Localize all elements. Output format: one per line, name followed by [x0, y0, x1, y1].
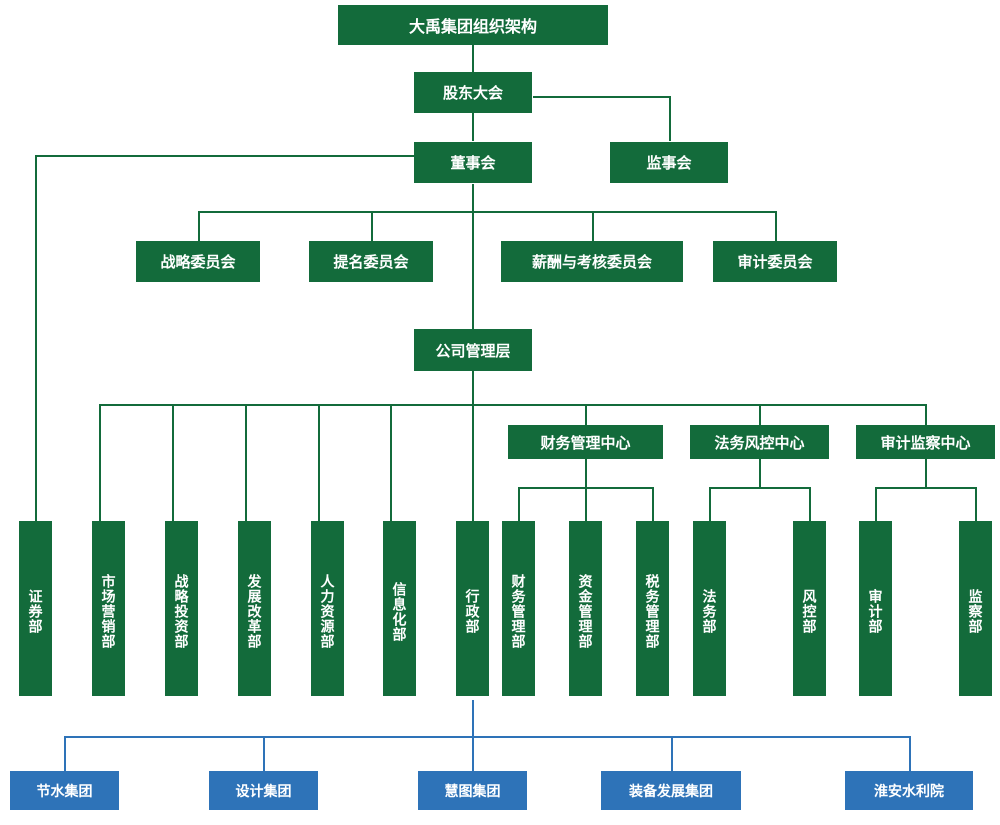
connector: [975, 487, 977, 521]
connector: [172, 404, 174, 521]
connector: [671, 736, 673, 771]
connector: [875, 487, 976, 489]
node-dept-securities[interactable]: 证券部: [19, 521, 52, 696]
node-dept-human-resources[interactable]: 人力资源部: [311, 521, 344, 696]
node-committee-audit[interactable]: 审计委员会: [713, 241, 837, 282]
connector: [198, 211, 200, 241]
connector: [472, 736, 474, 771]
node-committee-nomination[interactable]: 提名委员会: [309, 241, 433, 282]
node-subsidiary-water-saving-group[interactable]: 节水集团: [10, 771, 119, 810]
connector: [318, 404, 320, 521]
node-dept-strategic-investment[interactable]: 战略投资部: [165, 521, 198, 696]
node-subsidiary-huitu-group[interactable]: 慧图集团: [418, 771, 527, 810]
node-center-legal-risk[interactable]: 法务风控中心: [690, 425, 829, 459]
node-dept-administration[interactable]: 行政部: [456, 521, 489, 696]
connector: [709, 487, 810, 489]
connector: [652, 487, 654, 521]
connector: [925, 459, 927, 487]
node-dept-supervision[interactable]: 监察部: [959, 521, 992, 696]
connector: [592, 211, 594, 241]
connector: [390, 404, 392, 521]
node-committee-compensation-appraisal[interactable]: 薪酬与考核委员会: [501, 241, 683, 282]
connector: [925, 404, 927, 425]
node-dept-tax-management[interactable]: 税务管理部: [636, 521, 669, 696]
connector: [64, 736, 910, 738]
connector: [99, 404, 926, 406]
connector: [809, 487, 811, 521]
connector: [263, 736, 265, 771]
connector: [472, 371, 474, 521]
node-dept-legal-affairs[interactable]: 法务部: [693, 521, 726, 696]
connector: [759, 404, 761, 425]
node-dept-finance-management[interactable]: 财务管理部: [502, 521, 535, 696]
connector: [759, 459, 761, 487]
node-dept-risk-control[interactable]: 风控部: [793, 521, 826, 696]
node-subsidiary-huaian-water-institute[interactable]: 淮安水利院: [845, 771, 973, 810]
connector: [472, 113, 474, 141]
connector: [35, 155, 414, 157]
connector: [669, 96, 671, 141]
connector: [533, 96, 670, 98]
connector: [909, 736, 911, 771]
node-board-of-directors[interactable]: 董事会: [414, 142, 532, 183]
connector: [99, 404, 101, 521]
connector: [472, 184, 474, 329]
connector: [472, 45, 474, 72]
node-center-finance[interactable]: 财务管理中心: [508, 425, 663, 459]
node-dept-audit[interactable]: 审计部: [859, 521, 892, 696]
connector: [775, 211, 777, 241]
connector: [35, 155, 37, 521]
node-subsidiary-equipment-development-group[interactable]: 装备发展集团: [601, 771, 741, 810]
node-committee-strategy[interactable]: 战略委员会: [136, 241, 260, 282]
connector: [198, 211, 776, 213]
node-dept-marketing[interactable]: 市场营销部: [92, 521, 125, 696]
connector: [585, 459, 587, 487]
connector: [585, 404, 587, 425]
connector: [709, 487, 711, 521]
connector: [585, 487, 587, 521]
node-dept-development-reform[interactable]: 发展改革部: [238, 521, 271, 696]
connector: [64, 736, 66, 771]
connector: [518, 487, 520, 521]
connector: [245, 404, 247, 521]
node-shareholders-meeting[interactable]: 股东大会: [414, 72, 532, 113]
node-center-audit-supervision[interactable]: 审计监察中心: [856, 425, 995, 459]
node-dept-informatization[interactable]: 信息化部: [383, 521, 416, 696]
node-subsidiary-design-group[interactable]: 设计集团: [209, 771, 318, 810]
connector: [472, 700, 474, 736]
connector: [875, 487, 877, 521]
node-board-of-supervisors[interactable]: 监事会: [610, 142, 728, 183]
connector: [371, 211, 373, 241]
node-company-management[interactable]: 公司管理层: [414, 329, 532, 371]
node-chart-title[interactable]: 大禹集团组织架构: [338, 5, 608, 45]
node-dept-fund-management[interactable]: 资金管理部: [569, 521, 602, 696]
